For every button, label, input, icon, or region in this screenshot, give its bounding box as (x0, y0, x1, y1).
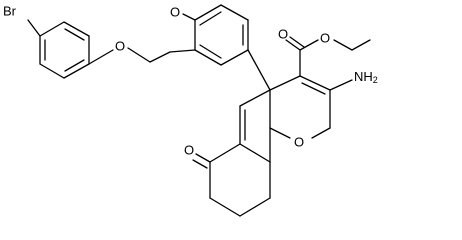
ester-carbonyl-oxygen-label: O (278, 27, 288, 42)
ether-oxygen-label: O (115, 39, 125, 54)
aryl-c4-bond (247, 49, 271, 91)
pyran-oxygen-label: O (294, 135, 304, 150)
ketone-oxygen-label: O (184, 143, 194, 158)
ester-group (285, 36, 371, 77)
bromophenyl-ring (39, 21, 90, 79)
methoxy-bond (182, 13, 196, 21)
cyclohexenone-ring (209, 89, 271, 217)
methoxyphenyl-ring (194, 4, 249, 66)
ketone-double-bond (195, 153, 211, 163)
amine-label: NH2 (354, 69, 378, 86)
bromine-label: Br (3, 4, 17, 19)
ch2-ring-bond (169, 49, 196, 53)
ether-linker (88, 47, 171, 65)
ketone-double-bond-2 (192, 159, 208, 169)
methoxy-oxygen-label: O (170, 5, 180, 20)
amine-subscript: 2 (373, 75, 378, 85)
c-br-bond (27, 19, 41, 37)
ester-alkoxy-oxygen-label: O (320, 31, 330, 46)
c-nh2-bond (329, 79, 353, 91)
pyran-ring (269, 75, 331, 139)
